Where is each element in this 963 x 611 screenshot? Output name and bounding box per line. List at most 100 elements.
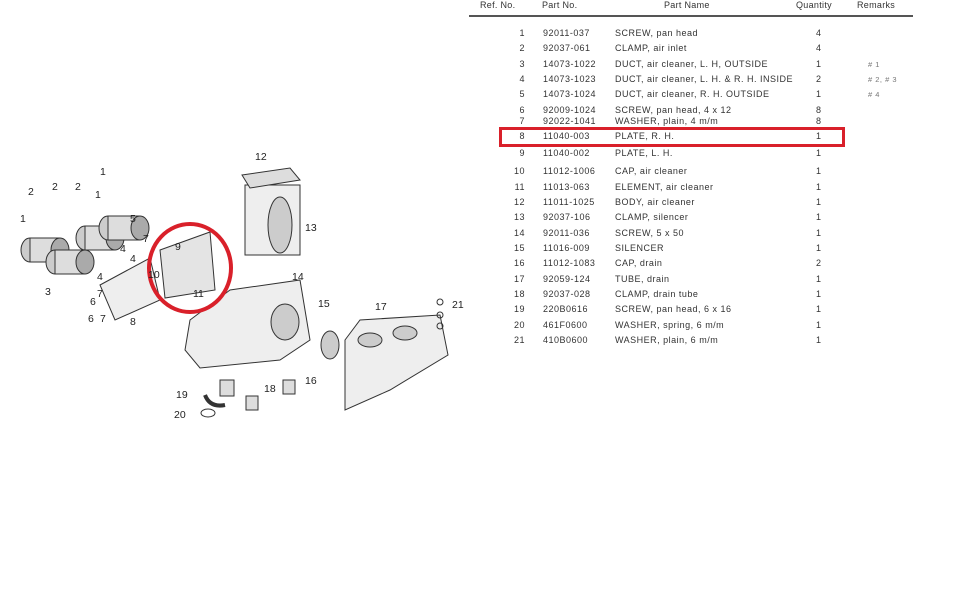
highlight-box	[499, 127, 845, 147]
part-name-cell: SILENCER	[615, 242, 665, 253]
qty-cell: 1	[816, 58, 822, 69]
callout-label: 6	[90, 296, 96, 308]
silencer-clamp	[320, 330, 340, 360]
ref-cell: 9	[519, 148, 525, 158]
qty-cell: 1	[816, 227, 822, 238]
callout-label: 4	[130, 253, 136, 265]
callout-label: 7	[143, 233, 149, 245]
header-ref: Ref. No.	[480, 0, 516, 10]
remarks-cell: # 4	[868, 90, 880, 100]
ref-cell: 6	[519, 104, 525, 115]
plate-right	[159, 231, 216, 299]
ref-cell: 3	[519, 58, 525, 69]
part-no-cell: 92037-061	[543, 43, 591, 54]
part-no-cell: 92011-036	[543, 227, 590, 238]
highlighted-row: 8 11040-003 PLATE, R. H. 1	[0, 131, 963, 142]
ref-cell: 16	[513, 258, 525, 269]
drain-cap	[245, 395, 259, 411]
ref-cell: 17	[513, 273, 525, 284]
part-no-cell: 92059-124	[543, 273, 591, 284]
callout-label: 17	[375, 301, 387, 313]
callout-label: 6	[88, 313, 94, 325]
part-name-cell: SCREW, pan head, 6 x 16	[615, 304, 732, 315]
part-name-cell: CLAMP, air inlet	[615, 43, 687, 54]
qty-cell: 1	[816, 212, 822, 223]
intake-ducts	[20, 215, 150, 275]
qty-cell: 1	[816, 242, 822, 253]
part-no-cell: 461F0600	[543, 319, 588, 330]
qty-cell: 4	[816, 43, 822, 54]
part-name-cell: CLAMP, silencer	[615, 212, 689, 223]
part-name-cell: CAP, drain	[615, 258, 663, 269]
part-name-cell: BODY, air cleaner	[615, 196, 695, 207]
part-name-cell: PLATE, L. H.	[615, 148, 673, 158]
part-no-cell: 14073-1023	[543, 74, 597, 85]
qty-cell: 1	[816, 131, 822, 141]
part-name-cell: SCREW, pan head	[615, 28, 699, 38]
part-name-cell: DUCT, air cleaner, R. H. OUTSIDE	[615, 89, 770, 100]
part-no-cell: 11012-1083	[543, 258, 596, 269]
header-quantity: Quantity	[796, 0, 832, 10]
part-no-cell: 92022-1041	[543, 115, 597, 126]
qty-cell: 1	[816, 288, 822, 299]
part-no-cell: 11040-003	[543, 131, 590, 141]
qty-cell: 8	[816, 115, 822, 126]
callout-label: 1	[100, 166, 106, 178]
header-remarks: Remarks	[857, 0, 896, 10]
callout-label: 13	[305, 222, 317, 234]
header-part-name: Part Name	[664, 0, 710, 10]
qty-cell: 4	[816, 28, 822, 38]
callout-label: 1	[95, 189, 101, 201]
part-no-cell: 14073-1022	[543, 58, 597, 69]
air-cleaner-cap	[241, 167, 301, 189]
header-part-no: Part No.	[542, 0, 578, 10]
ref-cell: 14	[513, 227, 525, 238]
ref-cell: 18	[513, 288, 525, 299]
part-no-cell: 11013-063	[543, 181, 590, 192]
callout-label: 1	[20, 213, 26, 225]
callout-label: 18	[264, 383, 276, 395]
callout-label: 4	[120, 243, 126, 255]
ref-cell: 8	[519, 131, 525, 141]
part-no-cell: 11012-1006	[543, 166, 596, 177]
qty-cell: 1	[816, 335, 822, 345]
header-rule	[469, 15, 913, 17]
callout-label: 8	[130, 316, 136, 328]
callout-label: 20	[174, 409, 186, 421]
part-name-cell: ELEMENT, air cleaner	[615, 181, 714, 192]
drain-clamp	[200, 408, 216, 418]
callout-label: 12	[255, 151, 267, 163]
ref-cell: 13	[513, 212, 525, 223]
ref-cell: 20	[513, 319, 525, 330]
callout-label: 4	[97, 271, 103, 283]
part-name-cell: SCREW, 5 x 50	[615, 227, 685, 238]
qty-cell: 1	[816, 304, 822, 315]
qty-cell: 1	[816, 89, 822, 100]
drain-cap	[282, 379, 296, 395]
qty-cell: 1	[816, 319, 822, 330]
part-no-cell: 220B0616	[543, 304, 589, 315]
ref-cell: 7	[519, 115, 525, 126]
callout-label: 5	[130, 213, 136, 225]
callout-label: 10	[148, 269, 160, 281]
qty-cell: 1	[816, 273, 822, 284]
part-no-cell: 410B0600	[543, 335, 589, 345]
callout-label: 9	[175, 241, 181, 253]
part-no-cell: 11016-009	[543, 242, 590, 253]
ref-cell: 10	[513, 166, 525, 177]
